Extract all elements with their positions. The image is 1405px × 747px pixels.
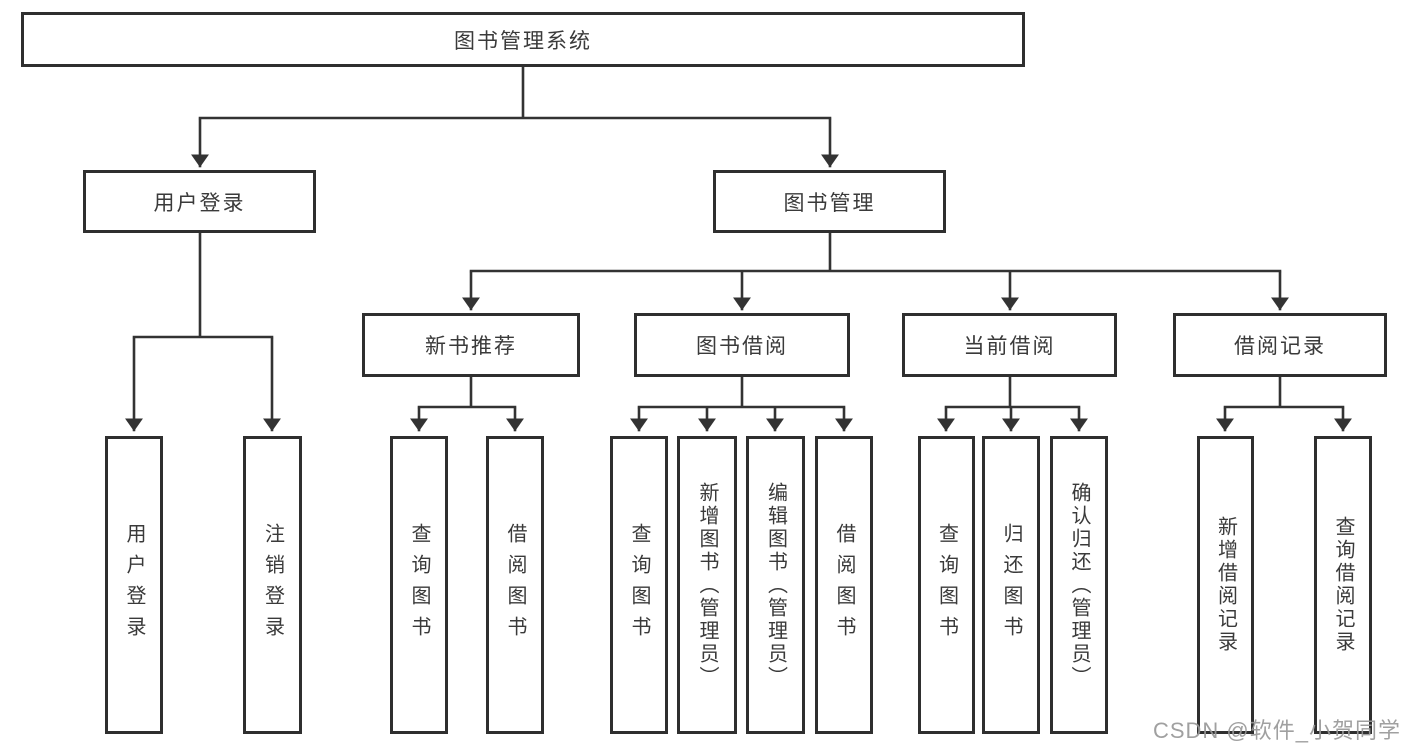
leaf-bb-add-books-admin: 新增图书（管理员） (677, 436, 737, 734)
connector-bookmgmt-trunk (469, 231, 1282, 273)
node-new-book-recommend: 新书推荐 (362, 313, 580, 377)
node-borrow-records: 借阅记录 (1173, 313, 1387, 377)
connector-bookborrow-trunk (637, 375, 846, 409)
connector-root-trunk (198, 65, 832, 120)
connector-currentborrow-trunk (944, 375, 1081, 409)
connector-newbooks-trunk (417, 375, 517, 409)
node-current-borrow: 当前借阅 (902, 313, 1117, 377)
leaf-br-query-record: 查询借阅记录 (1314, 436, 1372, 734)
leaf-bb-borrow-books: 借阅图书 (815, 436, 873, 734)
leaf-cb-query-books: 查询图书 (918, 436, 975, 734)
leaf-cb-confirm-return-admin: 确认归还（管理员） (1050, 436, 1108, 734)
leaf-bb-query-books: 查询图书 (610, 436, 668, 734)
leaf-logout: 注销登录 (243, 436, 302, 734)
leaf-nb-borrow-books: 借阅图书 (486, 436, 544, 734)
leaf-br-add-record: 新增借阅记录 (1197, 436, 1254, 734)
node-root: 图书管理系统 (21, 12, 1025, 67)
leaf-nb-query-books: 查询图书 (390, 436, 448, 734)
leaf-cb-return-books: 归还图书 (982, 436, 1040, 734)
node-book-management: 图书管理 (713, 170, 946, 233)
connector-records-trunk (1223, 375, 1345, 409)
node-user-login: 用户登录 (83, 170, 316, 233)
node-book-borrow: 图书借阅 (634, 313, 850, 377)
leaf-user-login: 用户登录 (105, 436, 163, 734)
connector-userlogin-trunk (132, 231, 274, 339)
csdn-watermark: CSDN @软件_小贺同学 (1152, 718, 1401, 743)
leaf-bb-edit-books-admin: 编辑图书（管理员） (746, 436, 805, 734)
